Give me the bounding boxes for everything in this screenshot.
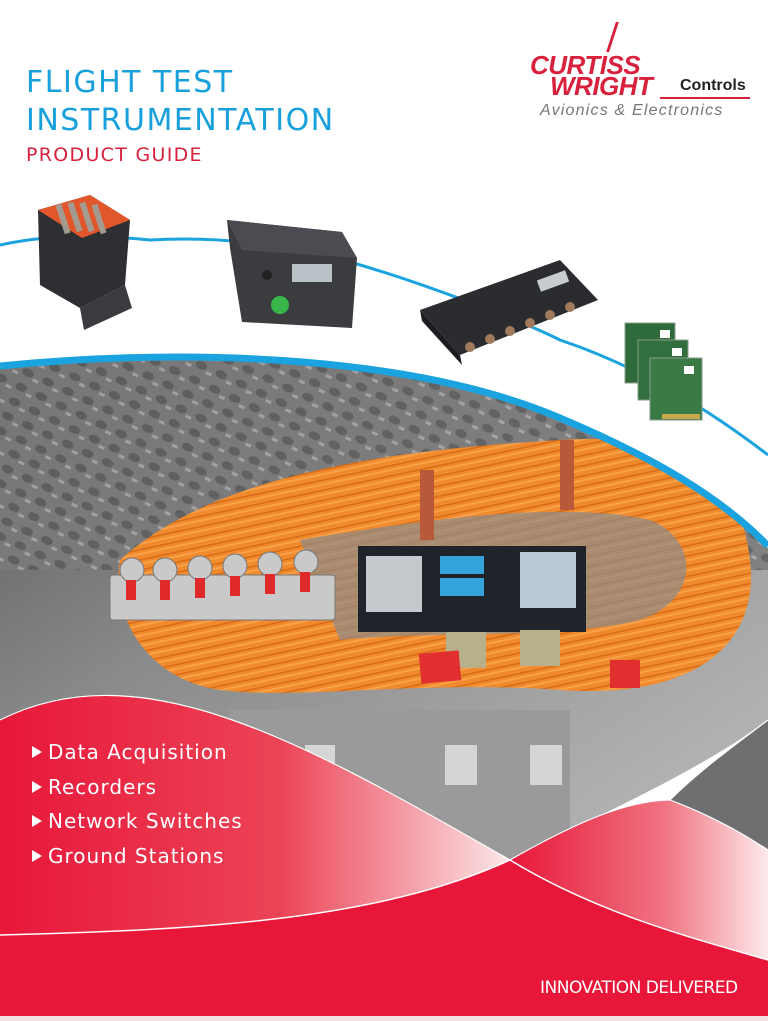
data-acquisition-unit-image	[38, 195, 132, 330]
title-line-1: FLIGHT TEST	[26, 65, 234, 100]
product-label: Data Acquisition	[48, 740, 228, 765]
triangle-bullet-icon	[32, 780, 42, 793]
product-label: Recorders	[48, 774, 158, 799]
product-list: Data Acquisition Recorders Network Switc…	[32, 735, 243, 873]
product-item-network-switches: Network Switches	[32, 804, 243, 839]
triangle-bullet-icon	[32, 815, 42, 828]
logo-wright: WRIGHT	[550, 71, 653, 101]
logo-curtiss: CURTISS	[530, 50, 641, 80]
product-label: Network Switches	[48, 809, 243, 834]
subtitle: PRODUCT GUIDE	[26, 144, 203, 166]
recorder-unit-image	[227, 220, 357, 328]
product-item-ground-stations: Ground Stations	[32, 839, 243, 874]
logo-controls: Controls	[680, 77, 746, 94]
tagline: INNOVATION DELIVERED	[540, 978, 738, 998]
product-item-data-acquisition: Data Acquisition	[32, 735, 243, 770]
title-line-2: INSTRUMENTATION	[26, 103, 335, 138]
triangle-bullet-icon	[32, 746, 42, 759]
logo-underline	[660, 97, 750, 99]
logo-stroke-mark	[606, 22, 619, 52]
network-switch-image	[420, 260, 598, 365]
product-label: Ground Stations	[48, 843, 225, 868]
logo-division: Avionics & Electronics	[540, 102, 724, 119]
company-logo: CURTISS WRIGHT Controls Avionics & Elect…	[510, 20, 760, 120]
product-item-recorders: Recorders	[32, 770, 243, 805]
ground-station-cards-image	[624, 322, 703, 421]
triangle-bullet-icon	[32, 849, 42, 862]
